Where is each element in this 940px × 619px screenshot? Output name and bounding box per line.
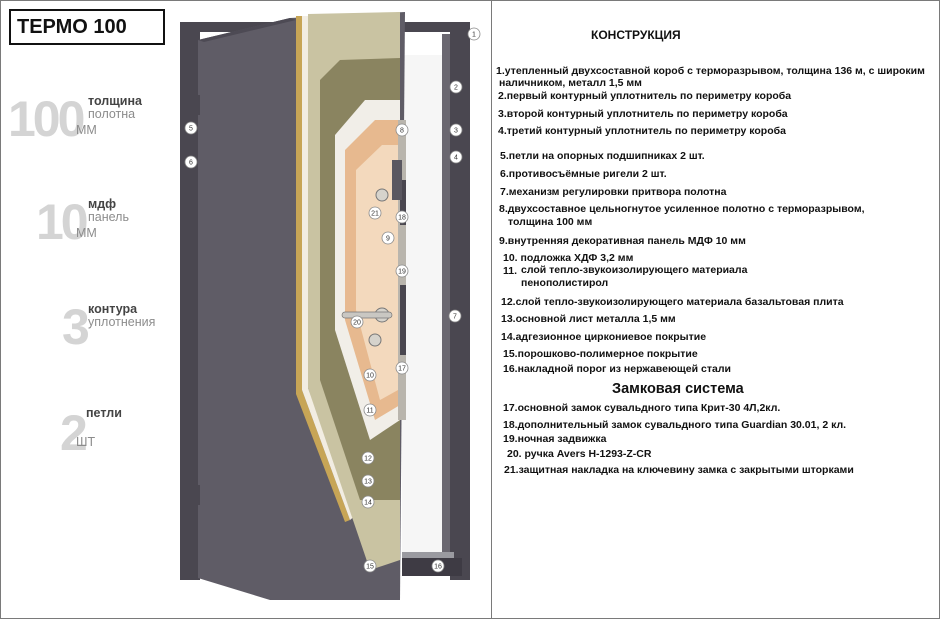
lock-item: 19.ночная задвижка xyxy=(503,433,607,445)
hinge-bottom xyxy=(194,485,200,505)
construction-item: 4.третий контурный уплотнитель по периме… xyxy=(498,125,786,137)
callout-label-15: 15 xyxy=(366,564,374,571)
callout-label-20: 20 xyxy=(353,320,361,327)
mdf-inner xyxy=(356,145,398,400)
callout-circle-19 xyxy=(395,264,409,278)
spec-number: 2 xyxy=(60,405,88,461)
spec-label: петли xyxy=(86,406,122,420)
callout-circle-17 xyxy=(395,361,409,375)
callout-circle-11 xyxy=(363,403,377,417)
callout-circle-12 xyxy=(361,451,375,465)
construction-item: 11. xyxy=(503,265,518,277)
construction-item: 3.второй контурный уплотнитель по периме… xyxy=(498,108,788,120)
callout-circle-13 xyxy=(361,474,375,488)
construction-item: 8.двухсоставное цельногнутое усиленное п… xyxy=(499,203,865,215)
lock-item: 21.защитная накладка на ключевину замка … xyxy=(504,464,854,476)
construction-item: толщина 100 мм xyxy=(508,216,593,228)
callout-label-5: 5 xyxy=(189,126,193,133)
callout-label-1: 1 xyxy=(472,32,476,39)
lock-item: 20. ручка Avers H-1293-Z-CR xyxy=(507,448,652,460)
callout-circle-5 xyxy=(184,121,198,135)
lock-system-heading: Замковая система xyxy=(612,381,744,397)
construction-item: 5.петли на опорных подшипниках 2 шт. xyxy=(500,150,705,162)
construction-item: 6.противосъёмные ригели 2 шт. xyxy=(500,168,667,180)
hinge-top xyxy=(194,95,200,115)
construction-item: 12.слой тепло-звукоизолирующего материал… xyxy=(501,296,844,308)
callout-label-7: 7 xyxy=(453,314,457,321)
callout-label-19: 19 xyxy=(398,269,406,276)
spec-hinges: 2 петли ШТ xyxy=(0,404,200,464)
callout-circle-20 xyxy=(350,315,364,329)
callout-label-8: 8 xyxy=(400,128,404,135)
construction-item: пенополистирол xyxy=(521,277,609,289)
construction-item: 2.первый контурный уплотнитель по периме… xyxy=(498,90,792,102)
callout-label-9: 9 xyxy=(386,236,390,243)
callout-label-13: 13 xyxy=(364,479,372,486)
description-column: КОНСТРУКЦИЯ 1.утепленный двухсоставной к… xyxy=(492,0,938,619)
column-divider xyxy=(491,0,492,619)
callout-label-10: 10 xyxy=(366,373,374,380)
spec-sublabel: полотна xyxy=(88,107,136,121)
callout-circle-10 xyxy=(363,368,377,382)
spec-label: толщина xyxy=(88,94,142,108)
spec-seals: 3 контура уплотнения xyxy=(0,300,200,360)
spec-label: контура xyxy=(88,302,138,316)
callout-circle-18 xyxy=(395,210,409,224)
callout-label-2: 2 xyxy=(454,85,458,92)
spec-sublabel: уплотнения xyxy=(88,315,156,329)
callout-circle-6 xyxy=(184,155,198,169)
callout-circle-2 xyxy=(449,80,463,94)
callout-label-3: 3 xyxy=(454,128,458,135)
callout-circle-15 xyxy=(363,559,377,573)
callout-circle-9 xyxy=(381,231,395,245)
spec-number: 10 xyxy=(36,194,89,250)
spec-thickness: 100 толщина полотна ММ xyxy=(0,92,200,152)
callout-circle-3 xyxy=(449,123,463,137)
white-coating-layer xyxy=(302,16,356,520)
product-title: ТЕРМО 100 xyxy=(9,9,165,45)
callout-circle-7 xyxy=(448,309,462,323)
spec-number: 100 xyxy=(8,91,85,147)
spec-number: 3 xyxy=(62,299,90,355)
callout-label-12: 12 xyxy=(364,456,372,463)
callout-label-11: 11 xyxy=(366,408,373,415)
callout-circle-1 xyxy=(467,27,481,41)
callout-label-16: 16 xyxy=(434,564,442,571)
construction-item: 16.накладной порог из нержавеющей стали xyxy=(503,363,731,375)
construction-item: 1.утепленный двухсоставной короб с термо… xyxy=(496,65,925,77)
callout-label-14: 14 xyxy=(364,500,372,507)
spec-label: мдф xyxy=(88,197,117,211)
spec-unit: ММ xyxy=(76,226,97,240)
callout-label-18: 18 xyxy=(398,215,406,222)
construction-item: наличником, металл 1,5 мм xyxy=(499,77,642,89)
construction-item: 13.основной лист металла 1,5 мм xyxy=(501,313,676,325)
spec-unit: ММ xyxy=(76,123,97,137)
callout-label-17: 17 xyxy=(398,366,406,373)
callout-circle-14 xyxy=(361,495,375,509)
construction-item: слой тепло-звукоизолирующего материала xyxy=(521,264,748,276)
callout-circle-16 xyxy=(431,559,445,573)
spec-sublabel: панель xyxy=(88,210,129,224)
spec-mdf: 10 мдф панель ММ xyxy=(0,195,200,255)
construction-heading: КОНСТРУКЦИЯ xyxy=(591,28,681,42)
gold-coating-layer xyxy=(296,16,350,522)
spec-unit: ШТ xyxy=(76,435,96,449)
construction-item: 10. подложка ХДФ 3,2 мм xyxy=(503,252,634,264)
callout-circle-21 xyxy=(368,206,382,220)
lock-item: 17.основной замок сувальдного типа Крит-… xyxy=(503,402,781,414)
callout-label-6: 6 xyxy=(189,160,193,167)
construction-item: 9.внутренняя декоративная панель МДФ 10 … xyxy=(499,235,746,247)
callout-circle-8 xyxy=(395,123,409,137)
construction-item: 14.адгезионное циркониевое покрытие xyxy=(501,331,707,343)
construction-item: 7.механизм регулировки притвора полотна xyxy=(500,186,727,198)
threshold xyxy=(402,552,454,558)
callout-label-21: 21 xyxy=(371,211,379,218)
callout-label-4: 4 xyxy=(454,155,458,162)
callout-circle-4 xyxy=(449,150,463,164)
lock-item: 18.дополнительный замок сувальдного типа… xyxy=(503,419,847,431)
construction-item: 15.порошково-полимерное покрытие xyxy=(503,348,698,360)
